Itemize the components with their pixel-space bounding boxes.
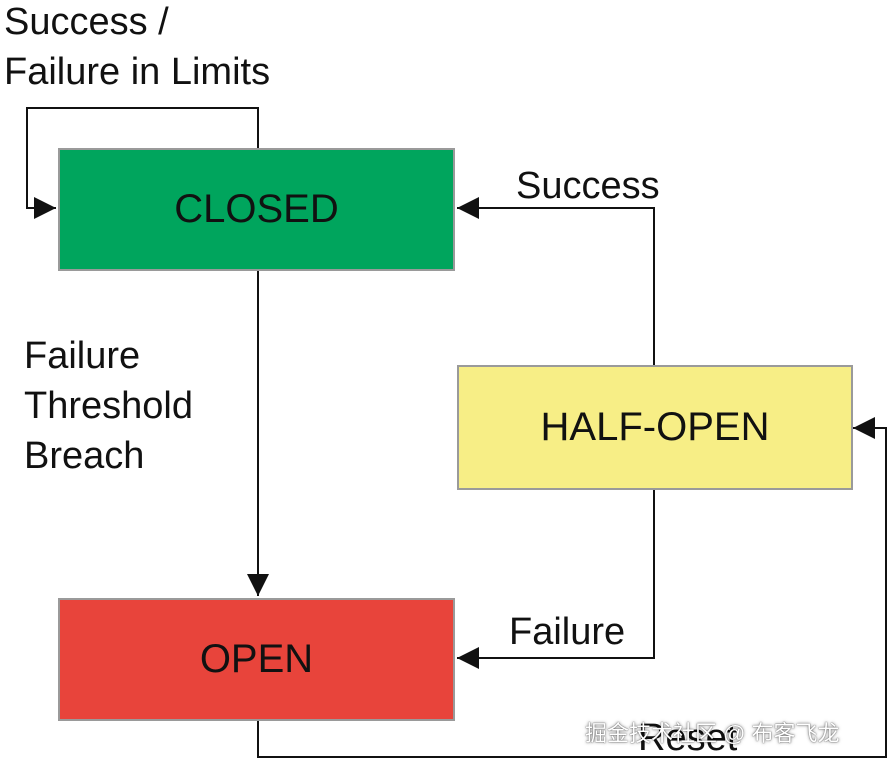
state-open-label: OPEN: [199, 637, 314, 681]
half-open-to-closed-label: Success: [516, 165, 660, 207]
self-loop-arrow: [26, 107, 259, 219]
half-open-to-open-arrow: [457, 490, 655, 669]
self-loop-label: Success / Failure in Limits: [4, 1, 271, 94]
half-open-to-open-label: Failure: [509, 611, 626, 653]
watermark-text: 掘金技术社区 @ 布客飞龙: [585, 721, 840, 746]
state-closed: CLOSED: [58, 148, 455, 271]
open-to-half-open-arrow: [257, 417, 887, 758]
state-open: OPEN: [58, 598, 455, 721]
closed-to-open-label: Failure Threshold Breach: [24, 335, 193, 478]
half-open-to-closed-arrow: [457, 197, 655, 365]
state-closed-label: CLOSED: [174, 187, 339, 231]
state-half-open: HALF-OPEN: [457, 365, 853, 490]
state-half-open-label: HALF-OPEN: [540, 405, 770, 449]
open-to-half-open-label: Reset: [638, 717, 738, 759]
